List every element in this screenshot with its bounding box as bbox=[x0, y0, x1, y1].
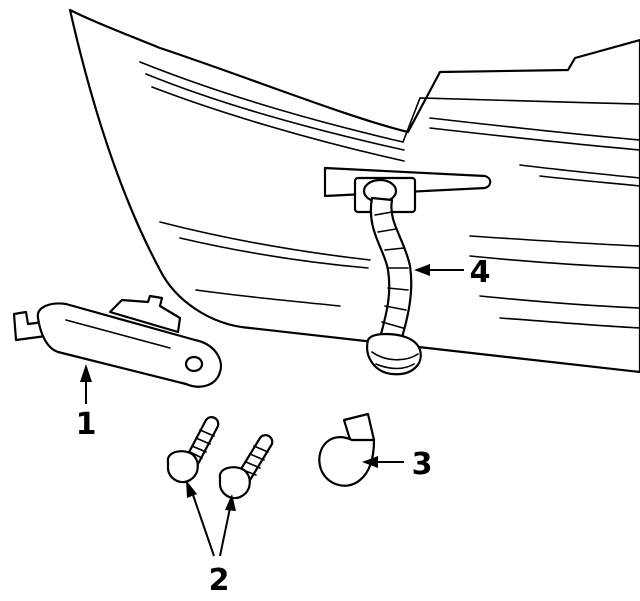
bumper-groove-upper-3 bbox=[151, 86, 405, 162]
bumper-step bbox=[402, 97, 640, 143]
side-marker-lamp bbox=[12, 294, 222, 388]
screw-right bbox=[218, 434, 274, 500]
socket-wire-assembly bbox=[362, 178, 422, 376]
screw-right-thread bbox=[242, 445, 269, 476]
socket-connector-bottom bbox=[366, 332, 422, 376]
arrow-1 bbox=[80, 364, 92, 382]
wire-ribs bbox=[374, 211, 409, 329]
bumper-groove-right-5 bbox=[469, 235, 640, 247]
bumper-groove-right-4 bbox=[539, 175, 640, 187]
bumper-groove-right-2 bbox=[429, 127, 640, 151]
arrow-4 bbox=[414, 264, 430, 276]
lamp-lens-highlight bbox=[65, 319, 171, 349]
connector-ridges bbox=[371, 351, 419, 370]
leader-2 bbox=[186, 480, 236, 557]
arrow-2a bbox=[186, 480, 197, 498]
arrow-2b bbox=[225, 494, 236, 511]
bumper-groove-right-8 bbox=[499, 317, 640, 329]
leader-1 bbox=[80, 364, 92, 404]
bumper-groove-upper-2 bbox=[145, 73, 405, 151]
bumper-groove-lower-3 bbox=[195, 289, 341, 307]
lamp-housing-back bbox=[108, 294, 182, 334]
screw-left bbox=[166, 416, 220, 484]
callout-1: 1 bbox=[76, 407, 97, 442]
screw-right-shank bbox=[236, 434, 274, 482]
bumper-cover bbox=[68, 8, 640, 374]
callout-3: 3 bbox=[412, 447, 433, 482]
screw-right-head bbox=[218, 466, 251, 500]
callout-4: 4 bbox=[470, 255, 491, 290]
arrow-3 bbox=[362, 456, 378, 468]
bumper-groove-right-1 bbox=[429, 117, 640, 141]
bulb bbox=[318, 412, 376, 487]
bumper-groove-right-6 bbox=[469, 255, 640, 269]
leader-3 bbox=[362, 456, 404, 468]
bumper-groove-right-7 bbox=[479, 295, 640, 309]
bumper-groove-lower-2 bbox=[179, 237, 369, 269]
bumper-groove-upper-1 bbox=[139, 61, 404, 143]
leader-4 bbox=[414, 264, 464, 276]
screw-left-head bbox=[166, 450, 199, 484]
callout-2: 2 bbox=[209, 563, 230, 598]
bumper-groove-right-3 bbox=[519, 164, 640, 179]
screw-left-thread bbox=[189, 429, 215, 459]
lamp-mount-hole bbox=[184, 355, 204, 373]
bumper-groove-lower-1 bbox=[159, 221, 371, 261]
